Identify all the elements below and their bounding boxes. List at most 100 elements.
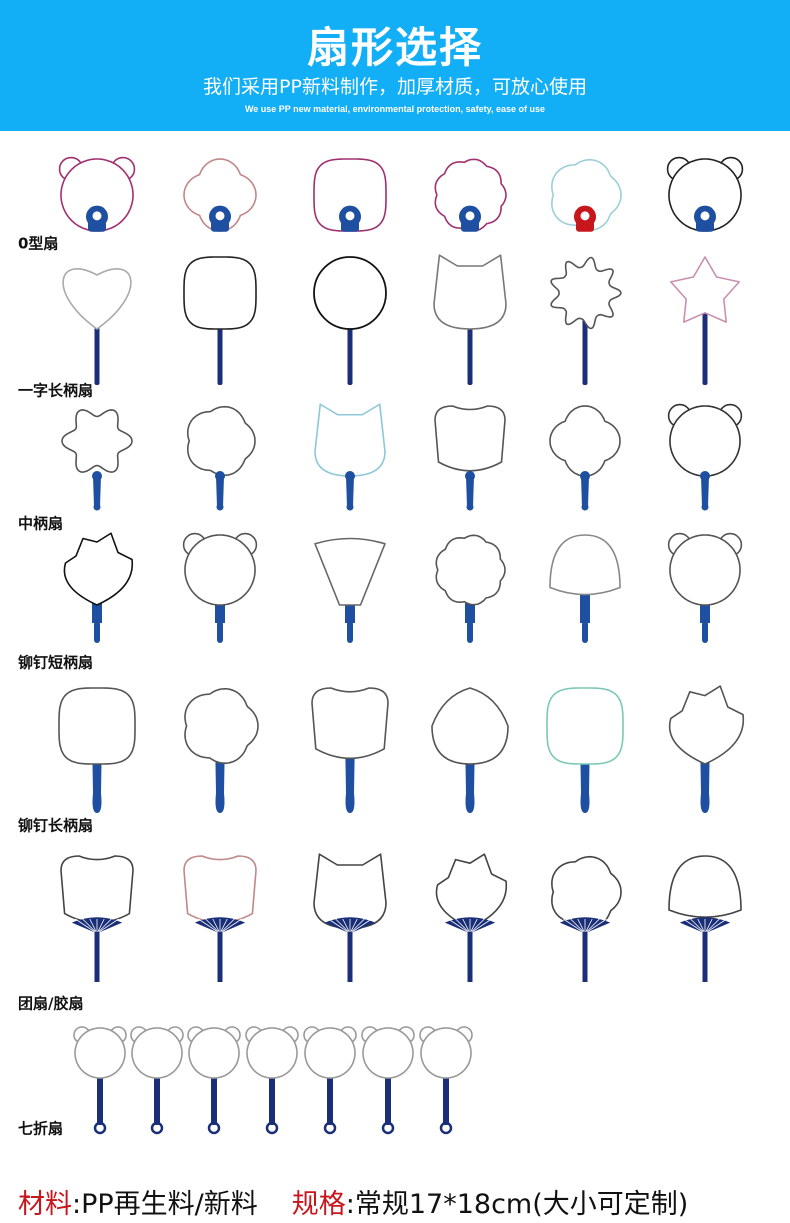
fan-image — [361, 1026, 415, 1135]
fan-image — [434, 405, 506, 511]
fan-item — [47, 678, 147, 813]
fan-image — [433, 254, 507, 385]
fan-item — [47, 850, 147, 982]
page-title: 扇形选择 — [306, 23, 483, 72]
fan-image — [667, 532, 743, 643]
fan-item — [300, 150, 400, 245]
fan-image — [183, 158, 257, 232]
fan-image — [184, 688, 259, 813]
fan-item — [186, 1018, 242, 1135]
fan-item — [170, 850, 270, 982]
fan-image — [551, 855, 622, 982]
fan-image — [61, 409, 133, 511]
fan-item — [47, 255, 147, 385]
fan-item — [535, 850, 635, 982]
spec-key: 规格 — [291, 1189, 346, 1220]
fan-image — [551, 158, 622, 232]
fan-item — [420, 150, 520, 245]
fan-image — [311, 687, 389, 813]
fan-item — [244, 1018, 300, 1135]
fan-item — [655, 530, 755, 645]
fan-item — [360, 1018, 416, 1135]
fan-image — [668, 685, 745, 813]
fan-item — [170, 403, 270, 513]
fan-image — [668, 855, 742, 982]
fan-item — [300, 403, 400, 513]
fan-image — [73, 1026, 127, 1135]
fan-image — [670, 256, 740, 385]
fan-image — [187, 405, 256, 511]
fan-image — [549, 534, 621, 643]
fan-image — [314, 537, 386, 643]
fan-image — [245, 1026, 299, 1135]
fan-item — [535, 255, 635, 385]
fan-image — [419, 1026, 473, 1135]
fan-item — [418, 1018, 474, 1135]
spec-footer: 材料:PP再生料/新料 规格:常规17*18cm(大小可定制) — [18, 1182, 688, 1221]
fan-item — [300, 678, 400, 813]
fan-image — [550, 256, 622, 385]
spec-value: :常规17*18cm(大小可定制) — [345, 1189, 689, 1220]
fan-image — [58, 156, 136, 232]
fan-image — [303, 1026, 357, 1135]
fan-item — [655, 678, 755, 813]
fan-image — [434, 158, 507, 232]
fan-item — [420, 678, 520, 813]
material-value: :PP再生料/新料 — [72, 1189, 258, 1220]
fan-item — [129, 1018, 185, 1135]
fan-image — [666, 156, 744, 232]
fan-image — [435, 534, 506, 643]
page-subtitle: 我们采用PP新料制作，加厚材质，可放心使用 — [203, 76, 587, 98]
fan-image — [546, 687, 624, 813]
fan-image — [60, 855, 134, 982]
row-label-seven-fold: 七折扇 — [18, 1119, 64, 1138]
fan-item — [300, 530, 400, 645]
fan-item — [170, 150, 270, 245]
page-subtitle-english: We use PP new material, environmental pr… — [244, 104, 546, 114]
fan-item — [655, 255, 755, 385]
fan-item — [535, 678, 635, 813]
row-label-long-handle: 一字长柄扇 — [18, 381, 94, 400]
fan-item — [300, 850, 400, 982]
fan-image — [182, 532, 258, 643]
fan-image — [314, 403, 386, 511]
fan-image — [667, 403, 743, 511]
material-key: 材料 — [18, 1189, 72, 1220]
fan-item — [420, 530, 520, 645]
fan-image — [313, 853, 387, 982]
fan-image — [313, 256, 387, 385]
fan-item — [170, 678, 270, 813]
fan-item — [420, 254, 520, 385]
fan-item — [655, 150, 755, 245]
fan-item — [535, 530, 635, 645]
fan-item — [302, 1018, 358, 1135]
fan-image — [58, 687, 136, 813]
fan-image — [183, 256, 257, 385]
row-label-rivet-short: 铆钉短柄扇 — [18, 653, 94, 672]
fan-item — [420, 850, 520, 982]
fan-image — [313, 158, 387, 232]
fan-image — [62, 268, 132, 385]
header-banner: 扇形选择 我们采用PP新料制作，加厚材质，可放心使用 We use PP new… — [0, 0, 790, 131]
fan-item — [300, 255, 400, 385]
fan-item — [47, 403, 147, 513]
fan-item — [170, 530, 270, 645]
fan-item — [535, 150, 635, 245]
fan-item — [535, 403, 635, 513]
fan-item — [420, 403, 520, 513]
fan-image — [549, 405, 621, 511]
fan-image — [431, 687, 509, 813]
fan-item — [72, 1018, 128, 1135]
fan-image — [130, 1026, 184, 1135]
fan-image — [183, 855, 257, 982]
fan-item — [655, 850, 755, 982]
row-label-o-type: 0型扇 — [18, 234, 59, 253]
row-label-round-fan: 团扇/胶扇 — [18, 994, 84, 1013]
fan-image — [187, 1026, 241, 1135]
fan-item — [170, 255, 270, 385]
fan-item — [47, 150, 147, 245]
row-label-mid-handle: 中柄扇 — [18, 514, 64, 533]
fan-item — [655, 403, 755, 513]
row-label-rivet-long: 铆钉长柄扇 — [18, 816, 94, 835]
fan-image — [63, 532, 134, 643]
